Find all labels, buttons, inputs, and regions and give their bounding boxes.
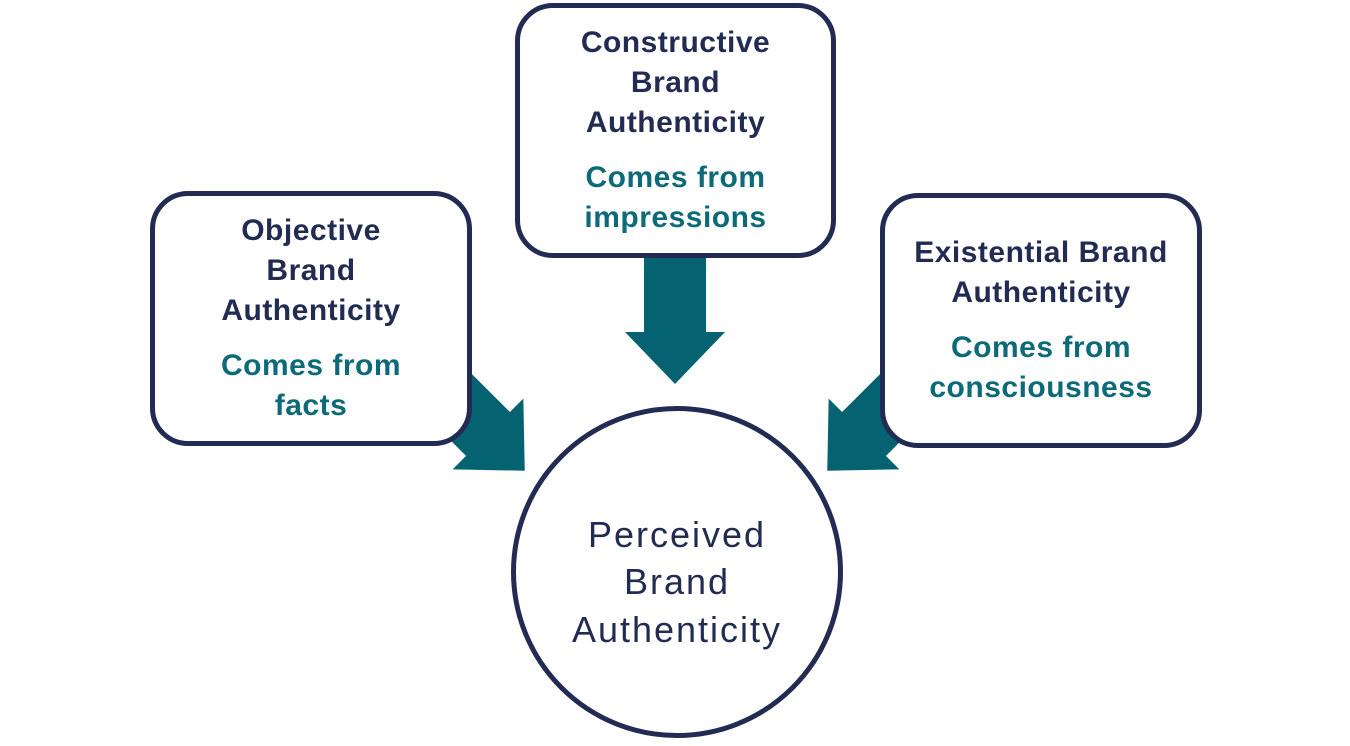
center-circle-perceived-brand-authenticity: Perceived Brand Authenticity [511,406,843,738]
title-line: Brand [630,66,721,100]
title-line: Brand [266,254,356,288]
box-title: Existential Brand Authenticity [914,233,1168,313]
box-subtitle: Comes from facts [221,346,401,426]
subtitle-line: Comes from [585,160,766,194]
title-line: Constructive [580,26,771,60]
box-existential-brand-authenticity: Existential Brand Authenticity Comes fro… [880,193,1202,448]
subtitle-line: Comes from [950,331,1132,364]
circle-text: Perceived Brand Authenticity [572,511,782,654]
box-objective-brand-authenticity: Objective Brand Authenticity Comes from … [150,191,472,446]
box-subtitle: Comes from impressions [584,158,766,238]
box-title: Objective Brand Authenticity [221,211,400,331]
subtitle-line: facts [274,388,348,422]
circle-line: Perceived [587,513,767,555]
title-line: Authenticity [221,294,401,328]
subtitle-line: impressions [584,200,767,234]
subtitle-line: Comes from [220,348,402,382]
box-constructive-brand-authenticity: Constructive Brand Authenticity Comes fr… [515,3,836,258]
title-line: Authenticity [585,106,766,140]
title-line: Objective [241,214,381,248]
title-line: Authenticity [951,276,1131,310]
down-arrow-icon [625,250,725,384]
subtitle-line: consciousness [929,370,1153,404]
box-subtitle: Comes from consciousness [929,328,1152,408]
circle-line: Brand [623,561,731,603]
title-line: Existential Brand [914,236,1168,270]
circle-line: Authenticity [571,608,783,650]
box-title: Constructive Brand Authenticity [581,23,770,143]
